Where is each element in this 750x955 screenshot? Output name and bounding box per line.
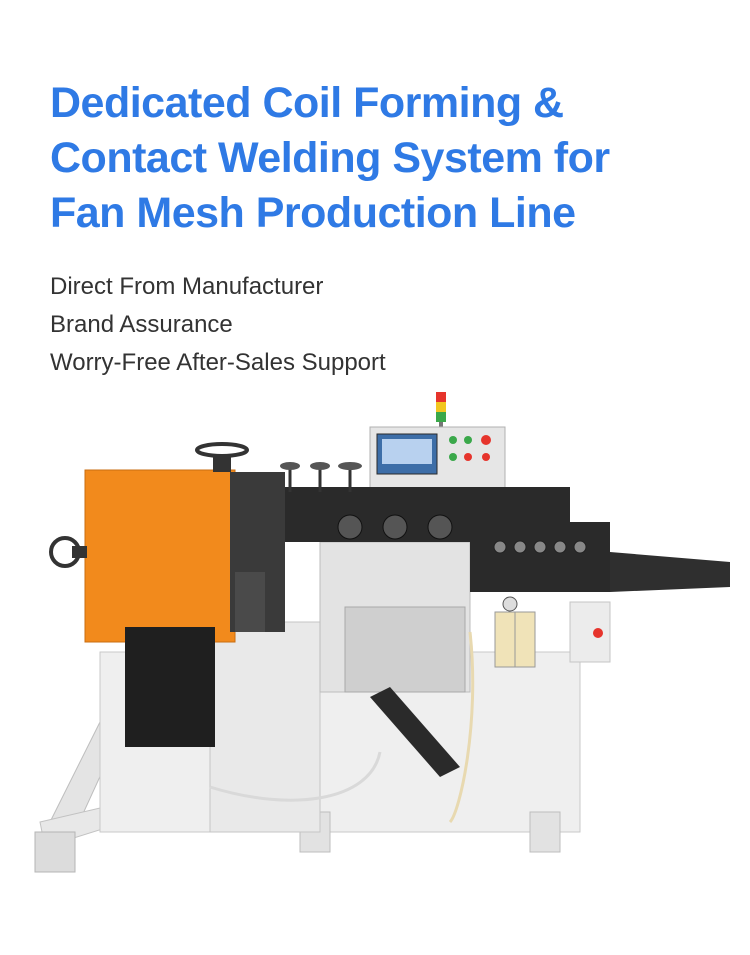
feature-list: Direct From Manufacturer Brand Assurance… (50, 268, 386, 382)
pneumatic-cylinder (370, 687, 460, 777)
orange-guard (84, 469, 236, 643)
tower-light (436, 392, 446, 432)
air-filter-unit (494, 596, 536, 668)
title-line-2: Contact Welding System for (50, 134, 610, 182)
feed-table (470, 522, 730, 663)
feature-item-support: Worry-Free After-Sales Support (50, 349, 386, 376)
page-title: Dedicated Coil Forming & Contact Welding… (50, 76, 730, 241)
control-panel (369, 426, 506, 493)
machine-photo (34, 392, 730, 873)
title-line-3: Fan Mesh Production Line (50, 189, 576, 237)
title-line-1: Dedicated Coil Forming & (50, 79, 564, 127)
feature-item-brand: Brand Assurance (50, 311, 233, 338)
feature-item-manufacturer: Direct From Manufacturer (50, 273, 324, 300)
